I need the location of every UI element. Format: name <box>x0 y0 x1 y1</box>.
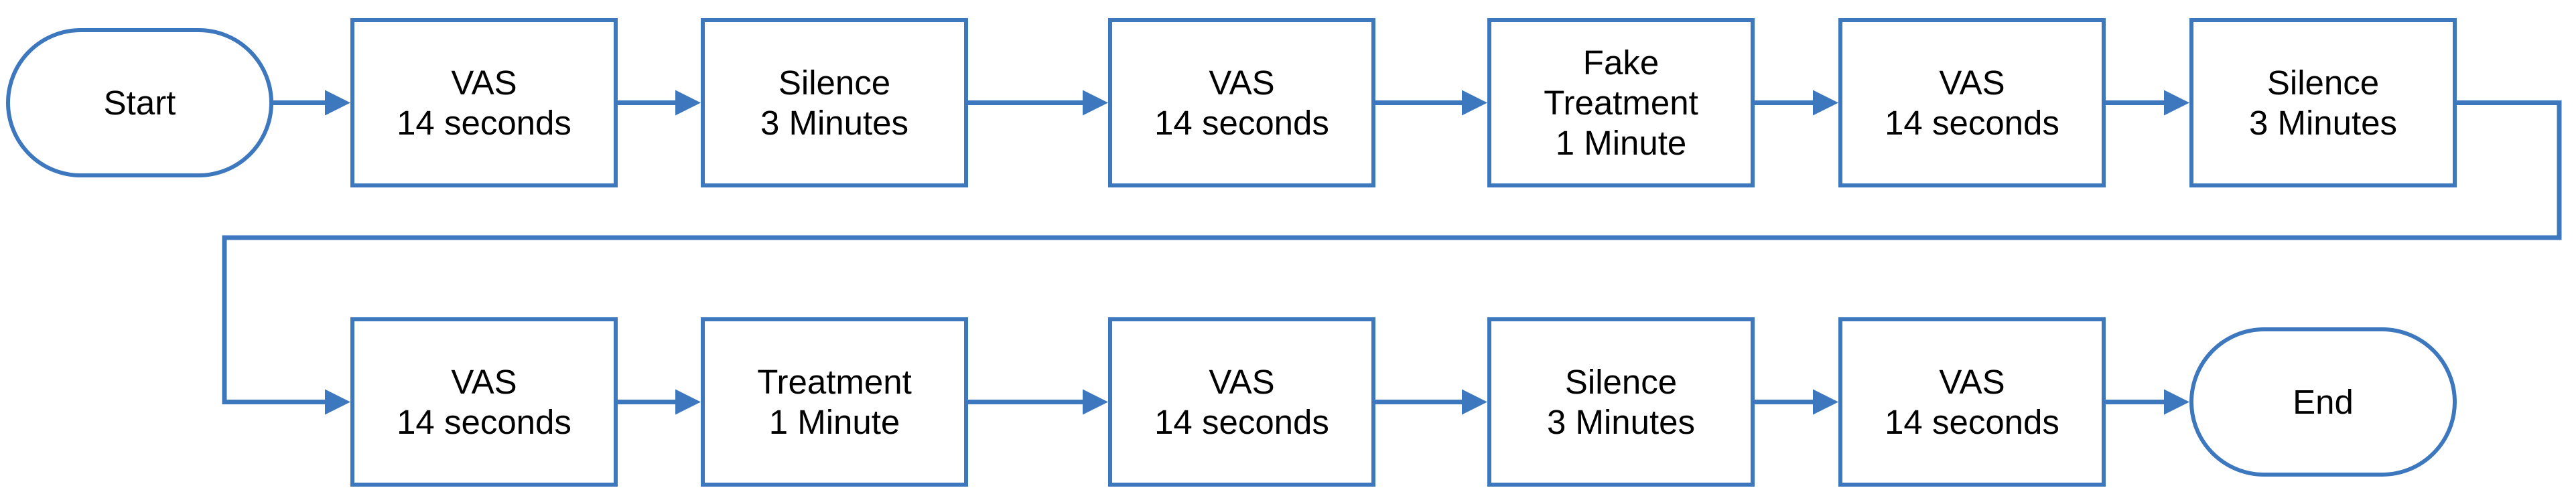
connector-start-to-vas-1 <box>273 90 350 116</box>
connector-vas-6-to-end <box>2106 389 2189 415</box>
arrowhead <box>1813 389 1838 415</box>
arrowhead <box>1462 90 1487 116</box>
arrowhead <box>1813 90 1838 116</box>
connector-silence-2-to-vas-4 <box>222 100 2562 415</box>
connector-vas-3-to-silence-2 <box>2106 90 2189 116</box>
connector-silence-3-to-vas-6 <box>1755 389 1838 415</box>
node-label-line: 14 seconds <box>1885 104 2059 142</box>
arrowhead <box>325 90 350 116</box>
node-label-line: End <box>2293 383 2354 421</box>
connectors-layer <box>222 90 2562 415</box>
process-box <box>1838 317 2106 487</box>
process-box <box>350 317 618 487</box>
node-label-line: 3 Minutes <box>2249 104 2397 142</box>
process-box <box>701 18 968 187</box>
arrowhead <box>675 389 701 415</box>
arrowhead <box>325 389 350 415</box>
node-label-line: 1 Minute <box>769 403 900 441</box>
node-start: Start <box>6 28 273 177</box>
node-label-line: VAS <box>1209 64 1274 102</box>
connector-vas-5-to-silence-3 <box>1375 389 1487 415</box>
process-box <box>1487 317 1755 487</box>
node-end: End <box>2189 327 2457 477</box>
connector-vas-4-to-treatment <box>618 389 701 415</box>
node-label-line: 1 Minute <box>1556 124 1687 162</box>
connector-vas-2-to-fake-treatment <box>1375 90 1487 116</box>
node-label-line: 14 seconds <box>1885 403 2059 441</box>
node-label-line: VAS <box>1939 64 2005 102</box>
arrowhead <box>2164 389 2189 415</box>
connector-line <box>222 100 2562 404</box>
process-box <box>1108 18 1375 187</box>
node-label-line: 3 Minutes <box>1547 403 1695 441</box>
node-label-line: Silence <box>1565 363 1677 401</box>
connector-vas-1-to-silence-1 <box>618 90 701 116</box>
node-label-line: 14 seconds <box>397 403 571 441</box>
node-label-line: VAS <box>1209 363 1274 401</box>
node-label-line: Treatment <box>757 363 912 401</box>
node-label-line: Silence <box>778 64 890 102</box>
node-label-line: VAS <box>451 363 517 401</box>
node-label-line: 14 seconds <box>1154 104 1329 142</box>
arrowhead <box>675 90 701 116</box>
arrowhead <box>2164 90 2189 116</box>
arrowhead <box>1083 389 1108 415</box>
node-label-line: Fake <box>1583 44 1659 82</box>
process-box <box>1108 317 1375 487</box>
node-label-line: Silence <box>2267 64 2379 102</box>
connector-fake-treatment-to-vas-3 <box>1755 90 1838 116</box>
arrowhead <box>1083 90 1108 116</box>
node-label-line: Treatment <box>1544 84 1698 122</box>
arrowhead <box>1462 389 1487 415</box>
process-box <box>1487 18 1755 187</box>
node-label-line: VAS <box>1939 363 2005 401</box>
connector-silence-1-to-vas-2 <box>968 90 1108 116</box>
node-label-line: 14 seconds <box>1154 403 1329 441</box>
node-label-line: 14 seconds <box>397 104 571 142</box>
process-box <box>2189 18 2457 187</box>
terminal-shape <box>2189 327 2457 477</box>
process-box <box>701 317 968 487</box>
node-label-line: VAS <box>451 64 517 102</box>
connector-treatment-to-vas-5 <box>968 389 1108 415</box>
process-box <box>1838 18 2106 187</box>
terminal-shape <box>6 28 273 177</box>
node-label-line: 3 Minutes <box>760 104 908 142</box>
process-box <box>350 18 618 187</box>
node-label-line: Start <box>104 84 176 122</box>
